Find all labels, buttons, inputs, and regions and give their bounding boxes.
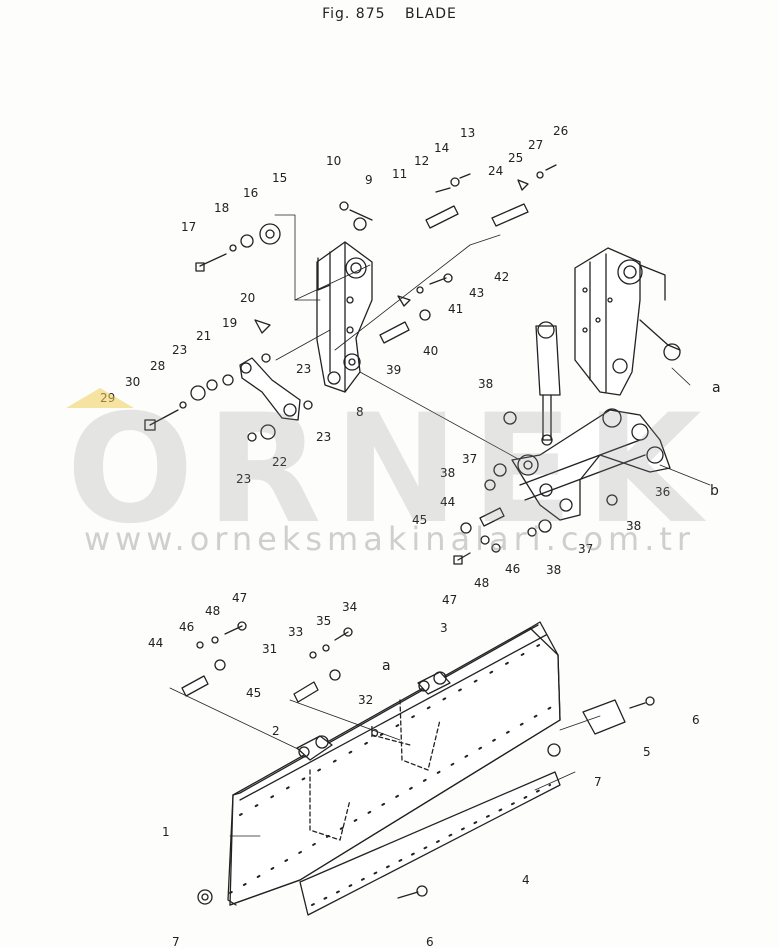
cutting-edge-part [299,771,561,916]
callout-26: 26 [553,124,568,138]
callout-33: 33 [288,625,303,639]
callout-38: 38 [440,466,455,480]
callout-37: 37 [578,542,593,556]
callout-23: 23 [316,430,331,444]
upper-pins [339,164,557,231]
callout-39: 39 [386,363,401,377]
leader-lines [169,214,711,837]
callout-23: 23 [172,343,187,357]
callout-41: 41 [448,302,463,316]
callout-20: 20 [240,291,255,305]
callout-7: 7 [172,935,180,948]
lever-part [144,223,313,442]
callout-11: 11 [392,167,407,181]
callout-28: 28 [150,359,165,373]
ref-letter-b: b [710,483,719,499]
callout-1: 1 [162,825,170,839]
callout-12: 12 [414,154,429,168]
small-hardware [379,273,618,565]
callout-32: 32 [358,693,373,707]
callout-7: 7 [594,775,602,789]
callout-21: 21 [196,329,211,343]
callout-6: 6 [692,713,700,727]
callout-37: 37 [462,452,477,466]
callout-27: 27 [528,138,543,152]
figure-caption: BLADE [404,6,457,22]
callout-14: 14 [434,141,449,155]
callout-5: 5 [643,745,651,759]
callout-4: 4 [522,873,530,887]
callout-30: 30 [125,375,140,389]
callout-44: 44 [440,495,455,509]
blade-pins [181,621,353,703]
callout-15: 15 [272,171,287,185]
side-plate-part [197,696,655,905]
ref-letter-a: a [382,658,391,674]
blade-part [227,621,561,906]
callout-43: 43 [469,286,484,300]
callout-46: 46 [179,620,194,634]
callout-22: 22 [272,455,287,469]
callout-9: 9 [365,173,373,187]
callout-13: 13 [460,126,475,140]
callout-17: 17 [181,220,196,234]
callout-38: 38 [546,563,561,577]
callout-31: 31 [262,642,277,656]
callout-16: 16 [243,186,258,200]
callout-46: 46 [505,562,520,576]
callout-35: 35 [316,614,331,628]
callout-2: 2 [272,724,280,738]
callout-labels: 1 2 3 4 5 6 6 7 7 8 9 10 11 12 13 14 15 … [100,124,700,948]
right-frame-part [574,247,681,396]
watermark-logo-mark [66,388,134,408]
callout-6: 6 [426,935,434,948]
left-frame-part [316,241,373,393]
callout-23: 23 [236,472,251,486]
figure-number: Fig. 875 [322,6,386,22]
callout-45: 45 [246,686,261,700]
callout-18: 18 [214,201,229,215]
callout-38: 38 [478,377,493,391]
ref-letter-a: a [712,380,721,396]
callout-47: 47 [232,591,247,605]
callout-8: 8 [356,405,364,419]
callout-47: 47 [442,593,457,607]
cylinder-part [535,321,561,446]
callout-45: 45 [412,513,427,527]
linkage-arm-part [511,408,671,521]
callout-19: 19 [222,316,237,330]
reference-letters: a a b b [370,380,721,741]
callout-25: 25 [508,151,523,165]
callout-42: 42 [494,270,509,284]
callout-24: 24 [488,164,503,178]
ref-letter-b: b [370,725,379,741]
callout-38: 38 [626,519,641,533]
figure-title: Fig. 875 BLADE [0,6,779,22]
callout-34: 34 [342,600,357,614]
callout-36: 36 [655,485,670,499]
callout-3: 3 [440,621,448,635]
callout-44: 44 [148,636,163,650]
callout-40: 40 [423,344,438,358]
callout-48: 48 [474,576,489,590]
callout-23: 23 [296,362,311,376]
callout-48: 48 [205,604,220,618]
callout-10: 10 [326,154,341,168]
